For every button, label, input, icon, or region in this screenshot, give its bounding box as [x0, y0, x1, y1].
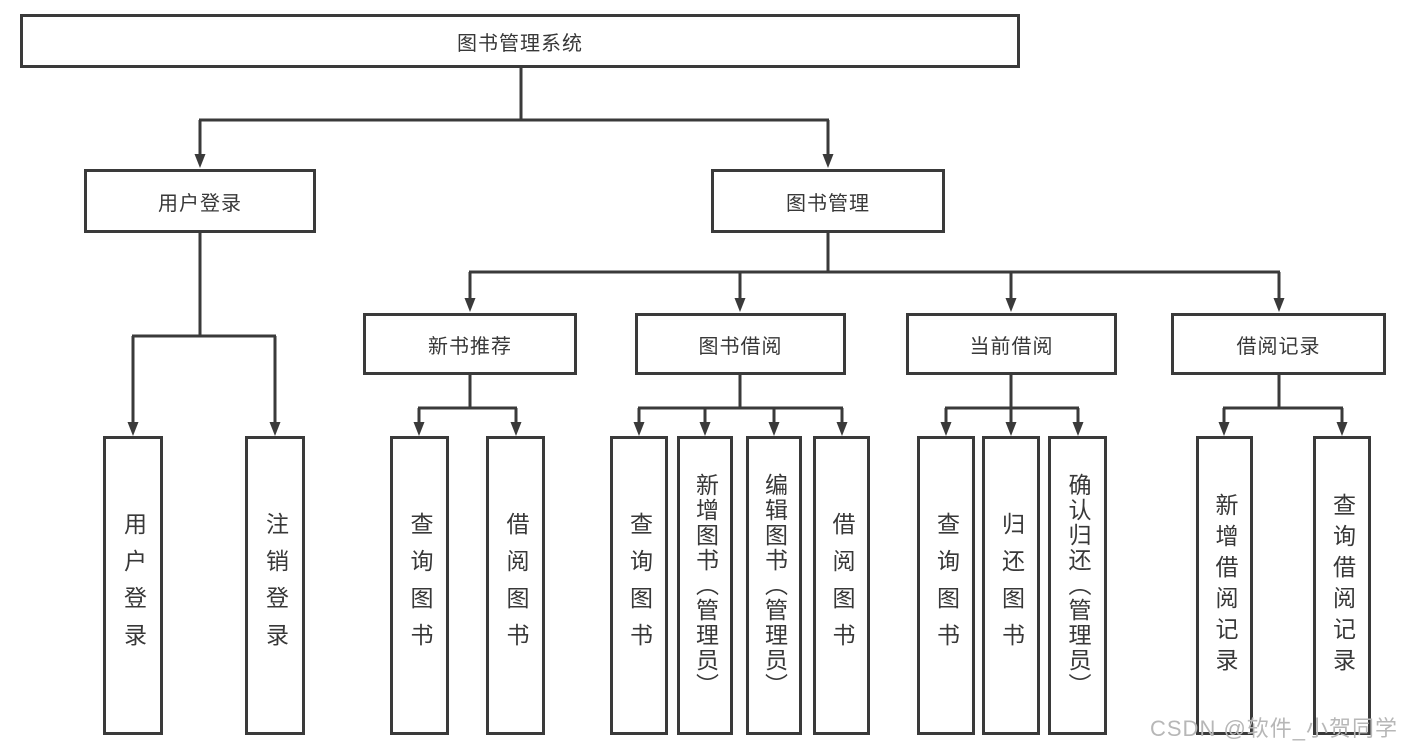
leaf-logout-label: 注销登录 [262, 511, 289, 660]
leaf-user-login: 用户登录 [103, 436, 163, 735]
node-root-label: 图书管理系统 [457, 32, 583, 55]
leaf-borrow-books-borrowing: 借阅图书 [813, 436, 870, 735]
node-new-book-recommend: 新书推荐 [363, 313, 577, 375]
leaf-query-borrow-record-label: 查询借阅记录 [1329, 492, 1356, 679]
node-current-borrowing-label: 当前借阅 [969, 335, 1054, 358]
leaf-edit-book-admin: 编辑图书（管理员） [746, 436, 802, 735]
leaf-confirm-return-admin-label: 确认归还（管理员） [1065, 473, 1091, 698]
node-borrow-records: 借阅记录 [1171, 313, 1386, 375]
node-user-login: 用户登录 [84, 169, 316, 233]
leaf-add-book-admin-label: 新增图书（管理员） [692, 473, 719, 698]
leaf-borrow-books-borrowing-label: 借阅图书 [829, 511, 855, 660]
node-root: 图书管理系统 [20, 14, 1020, 68]
arrowheads [127, 154, 1348, 436]
leaf-query-books-recommend-label: 查询图书 [407, 511, 433, 660]
leaf-query-books-current: 查询图书 [917, 436, 975, 735]
leaf-user-login-label: 用户登录 [120, 511, 147, 660]
node-new-book-recommend-label: 新书推荐 [428, 335, 512, 358]
leaf-confirm-return-admin: 确认归还（管理员） [1048, 436, 1107, 735]
leaf-borrow-books-recommend: 借阅图书 [486, 436, 545, 735]
node-book-management-label: 图书管理 [786, 192, 870, 215]
leaf-query-books-borrowing-label: 查询图书 [626, 511, 653, 660]
leaf-add-borrow-record: 新增借阅记录 [1196, 436, 1253, 735]
node-book-borrowing: 图书借阅 [635, 313, 846, 375]
leaf-return-book-label: 归还图书 [998, 511, 1025, 660]
leaf-query-books-borrowing: 查询图书 [610, 436, 668, 735]
csdn-watermark: CSDN @软件_小贺同学 [1150, 716, 1399, 741]
leaf-borrow-books-recommend-label: 借阅图书 [503, 511, 529, 660]
leaf-return-book: 归还图书 [982, 436, 1040, 735]
node-user-login-label: 用户登录 [158, 192, 242, 215]
leaf-logout: 注销登录 [245, 436, 305, 735]
leaf-query-books-current-label: 查询图书 [933, 511, 960, 660]
node-current-borrowing: 当前借阅 [906, 313, 1117, 375]
leaf-edit-book-admin-label: 编辑图书（管理员） [761, 473, 788, 698]
node-book-borrowing-label: 图书借阅 [698, 335, 783, 358]
leaf-add-book-admin: 新增图书（管理员） [677, 436, 733, 735]
node-borrow-records-label: 借阅记录 [1236, 335, 1321, 358]
leaf-add-borrow-record-label: 新增借阅记录 [1212, 492, 1238, 679]
leaf-query-borrow-record: 查询借阅记录 [1313, 436, 1371, 735]
node-book-management: 图书管理 [711, 169, 945, 233]
leaf-query-books-recommend: 查询图书 [390, 436, 449, 735]
